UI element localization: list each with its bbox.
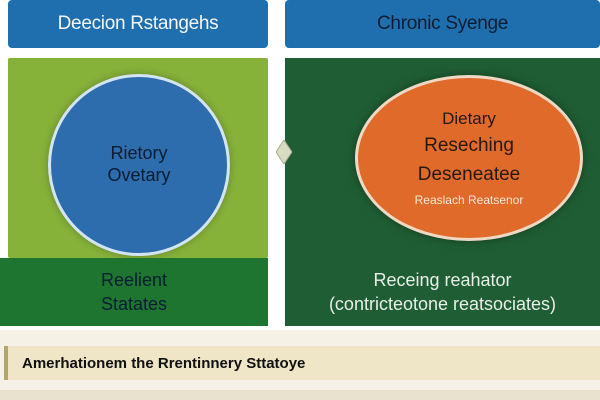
right-header-title: Chronic Syenge (377, 13, 508, 34)
left-panel: Rietory Ovetary (8, 58, 268, 258)
footer: Amerhationem the Rrentinnery Sttatoye (0, 330, 600, 400)
right-circle-line-4: Reaslach Reatsenor (414, 192, 524, 207)
right-circle-line-3: Deseneatee (417, 164, 521, 185)
footer-text: Amerhationem the Rrentinnery Sttatoye (22, 354, 306, 372)
left-header: Deecion Rstangehs (8, 0, 268, 48)
left-circle: Rietory Ovetary (48, 74, 230, 256)
right-header: Chronic Syenge (285, 0, 600, 48)
left-bottom-panel: Reelient Statates (0, 258, 268, 326)
left-circle-line-1: Rietory (110, 143, 168, 164)
right-bottom-panel: Receing reahator (contricteotone reatsoc… (285, 258, 600, 326)
right-circle-line-1: Dietary (442, 109, 496, 129)
left-circle-line-2: Ovetary (107, 165, 171, 185)
right-bottom-line-1: Receing reahator (373, 269, 512, 290)
right-circle-line-2: Reseching (424, 135, 514, 157)
footer-strip (0, 390, 600, 400)
right-bottom-line-2: (contricteotone reatsociates) (328, 294, 557, 314)
left-bottom-line-2: Statates (100, 294, 168, 314)
footer-band: Amerhationem the Rrentinnery Sttatoye (4, 346, 600, 380)
right-panel: Dietary Reseching Deseneatee Reaslach Re… (285, 58, 600, 258)
left-bottom-line-1: Reelient (100, 269, 168, 290)
connector-arrow-icon (276, 140, 292, 164)
right-circle: Dietary Reseching Deseneatee Reaslach Re… (355, 75, 583, 241)
left-header-title: Deecion Rstangehs (57, 13, 219, 34)
